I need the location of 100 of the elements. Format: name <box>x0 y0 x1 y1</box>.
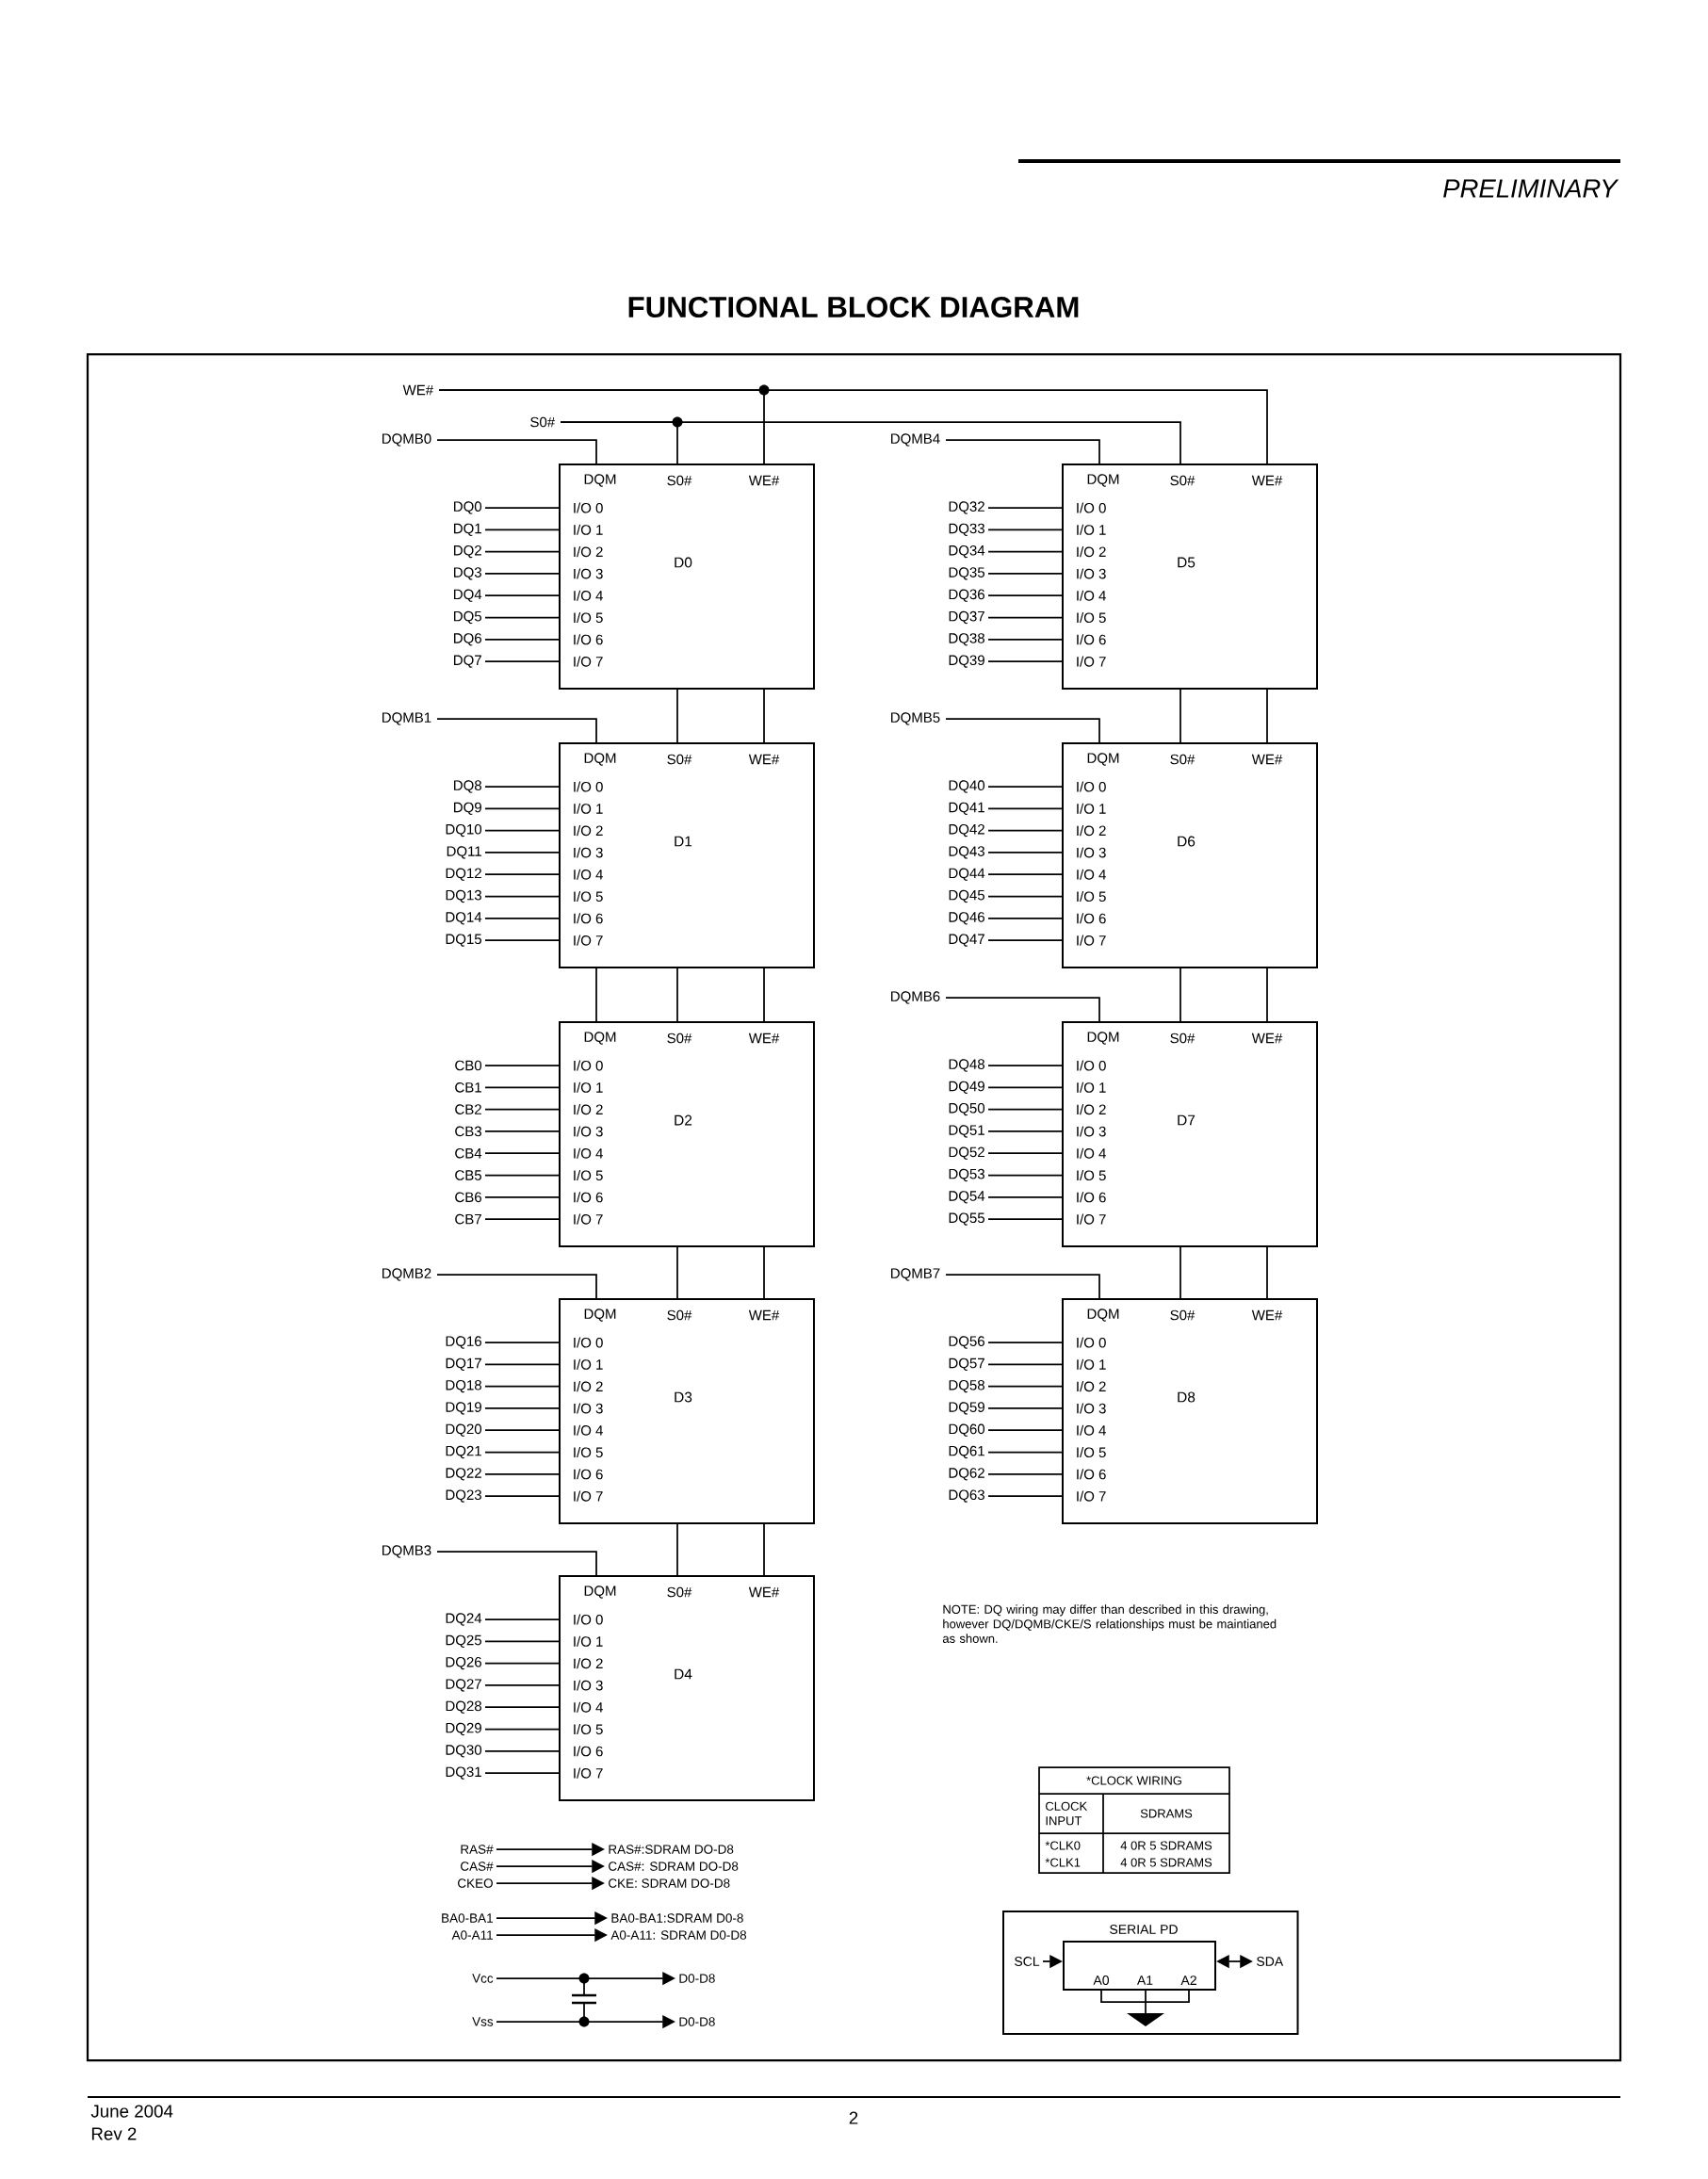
signal-label: DQ28 <box>446 1700 481 1714</box>
wire <box>987 1218 1063 1220</box>
wire <box>987 1130 1063 1132</box>
wire <box>987 1495 1063 1497</box>
wire <box>1179 1246 1181 1299</box>
wire <box>987 1407 1063 1409</box>
signal-label: DQ26 <box>446 1656 481 1670</box>
wire <box>484 660 560 662</box>
wire <box>436 1274 597 1299</box>
table-heading: *CLOCK WIRING <box>1086 1776 1181 1785</box>
signal-label: DQ1 <box>454 523 481 536</box>
signal-label: DQ36 <box>949 589 984 602</box>
wire <box>436 718 597 743</box>
memory-chip-box: DQM S0# WE# I/O 0 I/O 1 I/O 2 I/O 3 I/O 4 I/O 5 I/O 6 I/O 7 D0 <box>559 463 815 690</box>
wire <box>987 917 1063 919</box>
wire <box>987 1086 1063 1089</box>
wire <box>484 1772 560 1774</box>
wire <box>484 917 560 919</box>
signal-label: S0# <box>530 416 556 428</box>
signal-label: DQ18 <box>446 1379 481 1393</box>
wire <box>676 1246 678 1299</box>
signal-label: DQ5 <box>454 610 481 625</box>
signal-label: DQ59 <box>949 1402 984 1415</box>
table-heading: SDRAMS <box>1140 1809 1193 1818</box>
signal-label: DQ41 <box>949 802 984 815</box>
wire <box>987 895 1063 898</box>
signal-label: DQ53 <box>949 1168 984 1182</box>
wire <box>436 1551 597 1576</box>
wire <box>987 550 1063 553</box>
wire <box>484 1152 560 1155</box>
date-text: June 2004 <box>90 2105 173 2118</box>
signal-label: DQ13 <box>446 889 481 903</box>
signal-label: CB2 <box>455 1104 481 1114</box>
signal-label: BA0-BA1 <box>442 1913 493 1923</box>
signal-label: DQMB4 <box>891 433 940 447</box>
signal-label: DQ7 <box>454 655 481 668</box>
wire <box>484 550 560 553</box>
wire <box>945 997 1100 1022</box>
diagram-title: FUNCTIONAL BLOCK DIAGRAM <box>628 296 1079 318</box>
signal-label: DQ15 <box>446 934 481 947</box>
signal-label: SDA <box>1257 1957 1284 1966</box>
signal-label: CB3 <box>455 1126 481 1137</box>
wire <box>945 718 1100 743</box>
signal-label: DQ62 <box>949 1468 984 1481</box>
signal-label: DQ40 <box>949 780 985 793</box>
wire <box>484 1130 560 1132</box>
memory-chip-box: DQM S0# WE# I/O 0 I/O 1 I/O 2 I/O 3 I/O 4 I/O 5 I/O 6 I/O 7 D1 <box>559 742 815 968</box>
wire <box>484 939 560 941</box>
signal-label: DQ3 <box>454 567 481 580</box>
signal-label: DQ46 <box>949 912 984 925</box>
wire <box>484 1385 560 1388</box>
wire <box>945 1274 1100 1299</box>
wire <box>987 786 1063 788</box>
signal-label: DQ48 <box>949 1059 984 1072</box>
wire <box>595 968 597 1022</box>
wire <box>484 1749 560 1752</box>
wire <box>484 1640 560 1643</box>
signal-label: SCL <box>1015 1957 1040 1966</box>
signal-label: DQ32 <box>949 501 984 514</box>
wire <box>484 1451 560 1454</box>
page-number: 2 <box>849 2111 858 2124</box>
table-entry: 4 0R 5 SDRAMS <box>1120 1858 1212 1867</box>
memory-chip-box: DQM S0# WE# I/O 0 I/O 1 I/O 2 I/O 3 I/O 4 I/O 5 I/O 6 I/O 7 D4 <box>559 1575 815 1801</box>
signal-label: DQ27 <box>446 1679 481 1692</box>
signal-label: CAS#: SDRAM DO-D8 <box>609 1862 739 1871</box>
wire <box>484 1407 560 1409</box>
signal-label: CB7 <box>455 1213 481 1225</box>
wire <box>484 1429 560 1432</box>
wire <box>676 689 678 743</box>
signal-label: D0-D8 <box>679 2017 715 2026</box>
wire <box>987 638 1063 641</box>
wire <box>484 1363 560 1366</box>
signal-label: DQMB3 <box>382 1545 431 1558</box>
wire <box>484 852 560 854</box>
wire <box>484 594 560 597</box>
signal-label: DQ51 <box>949 1125 984 1138</box>
wire <box>484 573 560 575</box>
signal-label: DQ42 <box>949 823 984 837</box>
wire <box>484 507 560 509</box>
wire <box>484 1342 560 1343</box>
wire <box>560 421 1181 464</box>
signal-label: DQMB5 <box>891 712 940 725</box>
wire <box>987 507 1063 509</box>
signal-label: CB4 <box>455 1147 482 1159</box>
signal-label: CB5 <box>455 1170 481 1180</box>
wire <box>484 528 560 531</box>
signal-label: DQ8 <box>454 780 481 793</box>
signal-label: CB0 <box>455 1060 482 1071</box>
signal-label: DQ60 <box>949 1423 985 1437</box>
signal-label: DQ19 <box>446 1402 481 1415</box>
memory-chip-box: DQM S0# WE# I/O 0 I/O 1 I/O 2 I/O 3 I/O 4 I/O 5 I/O 6 I/O 7 D2 <box>559 1021 815 1247</box>
table-entry: 4 0R 5 SDRAMS <box>1120 1841 1212 1850</box>
wire <box>987 1174 1063 1177</box>
wire <box>763 968 765 1022</box>
signal-label: DQ63 <box>949 1489 984 1503</box>
wire <box>484 1706 560 1709</box>
signal-label: DQ12 <box>446 868 481 881</box>
wire <box>484 1108 560 1111</box>
wire <box>1266 968 1268 1022</box>
signal-label: DQ33 <box>949 523 984 536</box>
